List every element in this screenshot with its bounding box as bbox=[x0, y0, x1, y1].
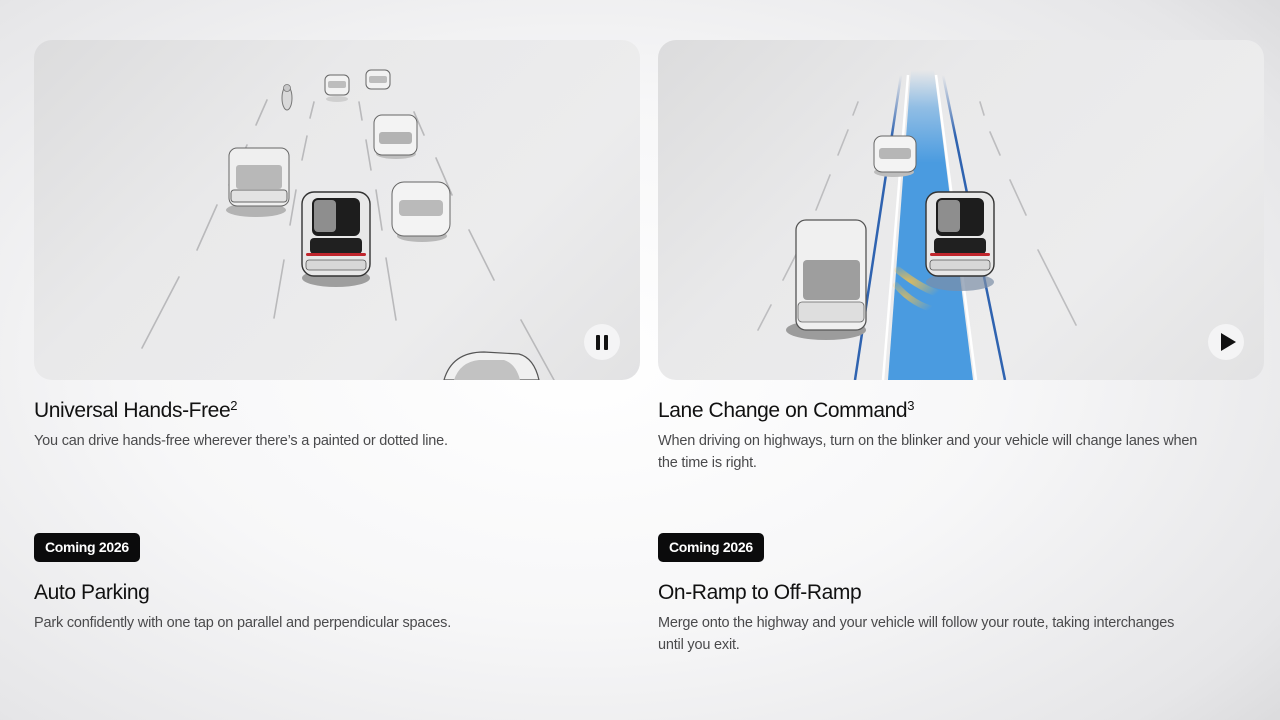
highway-traffic-illustration bbox=[141, 69, 555, 380]
feature-title: Lane Change on Command3 bbox=[658, 398, 915, 422]
feature-title: Auto Parking bbox=[34, 581, 150, 604]
play-button[interactable] bbox=[1208, 324, 1244, 360]
pause-button[interactable] bbox=[584, 324, 620, 360]
play-icon bbox=[1220, 333, 1236, 351]
feature-description: Merge onto the highway and your vehicle … bbox=[658, 615, 1175, 653]
feature-title: On-Ramp to Off-Ramp bbox=[658, 581, 862, 604]
feature-on-ramp-to-off-ramp: Coming 2026 On-Ramp to Off-Ramp Merge on… bbox=[658, 533, 1218, 656]
feature-description: When driving on highways, turn on the bl… bbox=[658, 433, 1198, 471]
motorcycle bbox=[281, 84, 293, 111]
footnote-marker[interactable]: 3 bbox=[907, 398, 915, 413]
lane-change-video bbox=[658, 40, 1264, 380]
feature-description: You can drive hands-free wherever there’… bbox=[34, 433, 448, 449]
hands-free-video bbox=[34, 40, 640, 380]
pause-icon bbox=[594, 334, 610, 350]
feature-universal-hands-free: Universal Hands-Free2 You can drive hand… bbox=[34, 398, 594, 452]
feature-auto-parking: Coming 2026 Auto Parking Park confidentl… bbox=[34, 533, 594, 634]
adjacent-truck bbox=[786, 219, 867, 340]
coming-soon-badge: Coming 2026 bbox=[34, 533, 140, 562]
feature-description: Park confidently with one tap on paralle… bbox=[34, 615, 452, 631]
ego-vehicle bbox=[301, 191, 371, 287]
lane-change-illustration bbox=[757, 70, 1077, 380]
coming-soon-badge: Coming 2026 bbox=[658, 533, 764, 562]
feature-lane-change-on-command: Lane Change on Command3 When driving on … bbox=[658, 398, 1218, 474]
feature-title: Universal Hands-Free2 bbox=[34, 398, 238, 422]
footnote-marker[interactable]: 2 bbox=[230, 398, 238, 413]
ego-vehicle bbox=[925, 191, 995, 291]
